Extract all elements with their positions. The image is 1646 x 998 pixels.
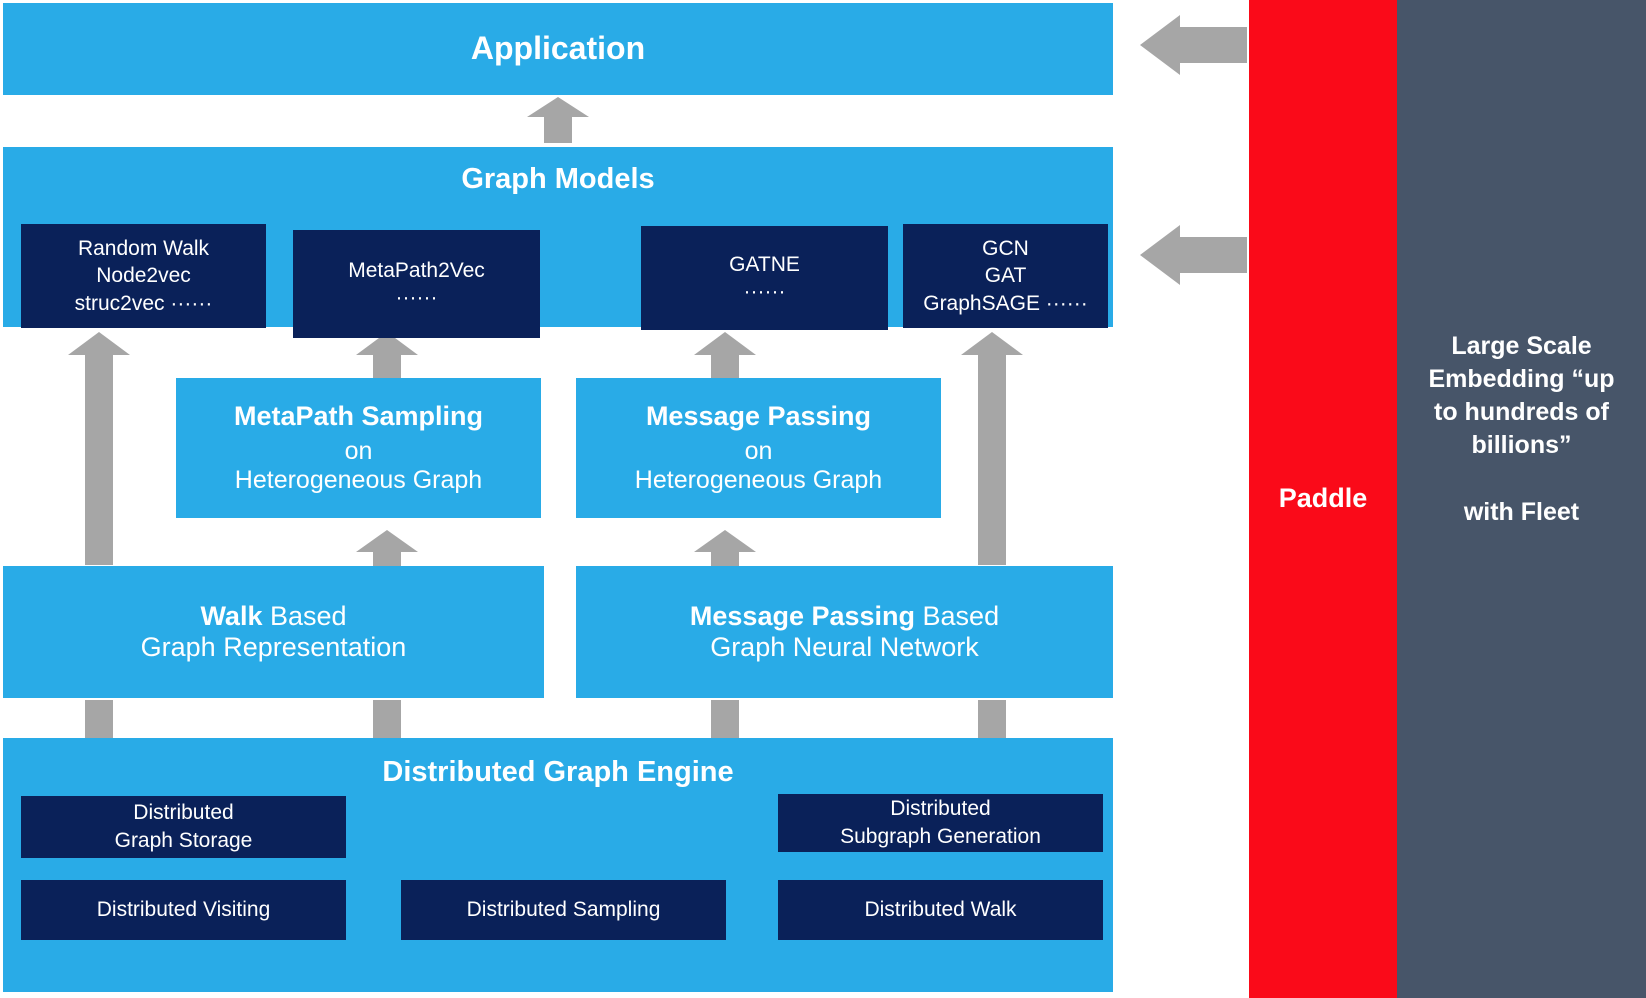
metapath-sampling-line2: on <box>344 436 373 465</box>
walk-based-box[interactable]: Walk Based Graph Representation <box>3 566 544 698</box>
distributed-graph-engine-layer[interactable]: Distributed Graph Engine Distributed Gra… <box>3 738 1113 992</box>
mp-based-title-rest: Based <box>915 600 1000 631</box>
paddle-label: Paddle <box>1278 483 1368 514</box>
mp-based-line2: Graph Neural Network <box>710 632 979 662</box>
chip-line: Distributed <box>890 797 991 821</box>
metapath-sampling-box[interactable]: MetaPath Sampling on Heterogeneous Graph <box>176 378 541 518</box>
distributed-graph-engine-title: Distributed Graph Engine <box>382 756 734 788</box>
chip-line: ······ <box>743 280 786 303</box>
arrow-up-engine-to-walk <box>85 700 113 738</box>
model-chip-gatne[interactable]: GATNE ······ <box>641 226 888 330</box>
application-layer[interactable]: Application <box>3 3 1113 95</box>
arrow-up-to-application <box>527 97 589 143</box>
chip-line: GAT <box>984 264 1027 288</box>
arrow-left-to-graph-models <box>1140 225 1247 285</box>
chip-line: GraphSAGE ······ <box>923 291 1088 315</box>
chip-line: struc2vec ······ <box>74 291 213 315</box>
arrow-up-mpbase-to-messagepassing <box>694 530 756 566</box>
engine-chip-distributed-walk[interactable]: Distributed Walk <box>778 880 1103 940</box>
arrow-up-mpsampling-to-models <box>694 332 756 403</box>
chip-line: GCN <box>982 237 1029 261</box>
fleet-panel[interactable]: Large Scale Embedding “up to hundreds of… <box>1397 0 1646 998</box>
arrow-up-engine-to-gnn <box>978 700 1006 738</box>
message-passing-line2: on <box>744 436 773 465</box>
chip-line: Graph Storage <box>114 829 253 852</box>
chip-line: Random Walk <box>77 237 210 261</box>
model-chip-random-walk[interactable]: Random Walk Node2vec struc2vec ······ <box>21 224 266 328</box>
application-title: Application <box>470 30 646 67</box>
chip-line: Distributed <box>133 801 234 825</box>
message-passing-title: Message Passing <box>645 401 872 432</box>
walk-based-title-bold: Walk <box>200 600 263 631</box>
arrow-up-engine-to-metapath <box>373 700 401 738</box>
arrow-left-to-application <box>1140 15 1247 75</box>
walk-based-title: Walk Based <box>200 601 346 632</box>
walk-based-line2: Graph Representation <box>140 632 407 662</box>
mp-based-title-bold: Message Passing <box>689 600 916 631</box>
metapath-sampling-line3: Heterogeneous Graph <box>234 465 483 494</box>
fleet-headline: Large Scale Embedding “up to hundreds of… <box>1428 332 1615 459</box>
arrow-up-walk-to-models <box>68 332 130 565</box>
engine-chip-distributed-sampling[interactable]: Distributed Sampling <box>401 880 726 940</box>
model-chip-metapath2vec[interactable]: MetaPath2Vec ······ <box>293 230 540 338</box>
message-passing-based-box[interactable]: Message Passing Based Graph Neural Netwo… <box>576 566 1113 698</box>
arrow-up-metapath-to-models <box>356 332 418 403</box>
graph-models-title: Graph Models <box>461 163 655 195</box>
chip-line: GATNE <box>729 252 800 276</box>
chip-line: Distributed Visiting <box>96 898 271 922</box>
paddle-panel[interactable]: Paddle <box>1249 0 1397 998</box>
arrow-up-gnn-to-models <box>961 332 1023 565</box>
graph-models-layer[interactable]: Graph Models Random Walk Node2vec struc2… <box>3 147 1113 338</box>
arrow-up-walkbase-to-metapath <box>356 530 418 566</box>
chip-line: MetaPath2Vec <box>348 258 485 282</box>
mp-based-title: Message Passing Based <box>690 601 999 632</box>
arrow-up-engine-to-messagepassing <box>711 700 739 738</box>
chip-line: ······ <box>395 286 438 309</box>
chip-line: Node2vec <box>96 264 191 288</box>
engine-chip-distributed-graph-storage[interactable]: Distributed Graph Storage <box>21 796 346 858</box>
chip-line: Subgraph Generation <box>840 825 1041 848</box>
walk-based-title-rest: Based <box>262 600 347 631</box>
fleet-subline: with Fleet <box>1463 498 1580 526</box>
chip-line: Distributed Walk <box>864 898 1017 922</box>
message-passing-line3: Heterogeneous Graph <box>634 465 883 494</box>
metapath-sampling-title: MetaPath Sampling <box>233 401 484 432</box>
chip-line: Distributed Sampling <box>466 898 661 922</box>
engine-chip-distributed-visiting[interactable]: Distributed Visiting <box>21 880 346 940</box>
message-passing-box[interactable]: Message Passing on Heterogeneous Graph <box>576 378 941 518</box>
engine-chip-distributed-subgraph-generation[interactable]: Distributed Subgraph Generation <box>778 794 1103 852</box>
model-chip-gcn[interactable]: GCN GAT GraphSAGE ······ <box>903 224 1108 328</box>
